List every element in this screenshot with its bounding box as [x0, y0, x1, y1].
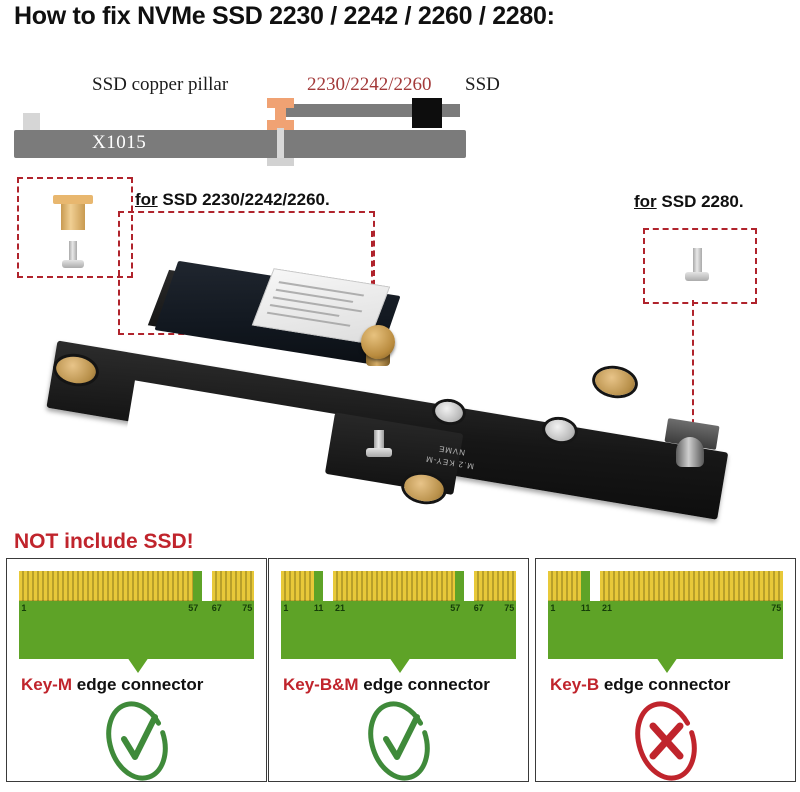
- pointer-arrow: [389, 657, 412, 673]
- connector-type-label: Key-B&M edge connector: [283, 675, 490, 695]
- screw-2280-icon-shaft: [693, 248, 702, 274]
- key-notch-1: [590, 571, 600, 601]
- connector-key-type: Key-B: [550, 675, 600, 694]
- copper-pillar-top: [267, 98, 294, 108]
- pin-number: 57: [188, 603, 199, 613]
- connector-key-type: Key-B&M: [283, 675, 359, 694]
- pin-number: 57: [450, 603, 461, 613]
- pin-number: 75: [242, 603, 253, 613]
- connector-label-suffix: edge connector: [72, 675, 204, 694]
- copper-pillar-icon: [53, 195, 93, 204]
- screw-icon-head: [62, 260, 84, 268]
- key-notch-2: [464, 571, 474, 601]
- copper-pillar-icon-body: [61, 204, 85, 230]
- not-included-note: NOT include SSD!: [14, 530, 194, 553]
- pin-number: 67: [211, 603, 222, 613]
- loose-screw-head: [366, 448, 392, 457]
- copper-pillar-shaft: [275, 108, 286, 120]
- callout-for-word-2280: for: [634, 192, 657, 211]
- pin-number: 21: [602, 603, 613, 613]
- page-title: How to fix NVMe SSD 2230 / 2242 / 2260 /…: [14, 2, 555, 30]
- screw-icon-shaft: [69, 241, 77, 262]
- loose-screw-shaft: [374, 430, 384, 452]
- connector-type-label: Key-B edge connector: [550, 675, 730, 695]
- pin-number: 75: [771, 603, 782, 613]
- ssd-size-label-red: 2230/2242/2260: [307, 74, 432, 95]
- gold-pin-segment-1: [19, 571, 193, 601]
- screw-head: [267, 158, 294, 166]
- adapter-board-photo: M.2 KEY-M NVME: [0, 260, 800, 530]
- connector-key-type: Key-M: [21, 675, 73, 694]
- copper-standoff: [361, 325, 395, 359]
- pointer-arrow: [656, 657, 679, 673]
- callout-label-2280: for SSD 2280.: [634, 192, 744, 212]
- gold-pin-segment-3: [473, 571, 516, 601]
- pin-number: 1: [21, 603, 27, 613]
- gold-pin-segment-2: [599, 571, 783, 601]
- callout-for-word: for: [135, 190, 158, 209]
- ssd-word-label: SSD: [465, 74, 500, 95]
- leader-line-2280: [692, 300, 694, 435]
- check-mark-icon: [101, 695, 173, 787]
- pin-number: 67: [473, 603, 484, 613]
- key-notch-1: [323, 571, 333, 601]
- screw-mount-post: [676, 437, 704, 467]
- callout-box-copper-pillar: [17, 177, 133, 278]
- screw-shaft: [277, 128, 284, 162]
- gold-pin-segment-1: [281, 571, 314, 601]
- pin-number: 21: [335, 603, 346, 613]
- connector-type-label: Key-M edge connector: [21, 675, 203, 695]
- mounting-schematic: SSD copper pillar 2230/2242/2260 SSD X10…: [0, 60, 540, 170]
- key-notch-1: [202, 571, 212, 601]
- mounting-hole-right: [593, 365, 637, 399]
- board-left-tab: [23, 113, 40, 131]
- pin-number: 11: [313, 603, 324, 613]
- screw-2280-icon-head: [685, 272, 709, 281]
- edge-connector-graphic: 1 57 67 75: [19, 571, 254, 673]
- adapter-board-name: X1015: [92, 132, 147, 153]
- gold-pin-segment-2: [332, 571, 455, 601]
- pin-number: 1: [283, 603, 289, 613]
- callout-small-ssd-sizes: SSD 2230/2242/2260.: [157, 190, 330, 209]
- callout-box-2280-screw: [643, 228, 757, 304]
- pin-number: 75: [504, 603, 515, 613]
- gold-pin-segment-2: [211, 571, 254, 601]
- ssd-connector-block: [412, 98, 442, 128]
- connector-label-suffix: edge connector: [358, 675, 490, 694]
- callout-label-small-ssd: for SSD 2230/2242/2260.: [135, 190, 330, 210]
- pointer-arrow: [127, 657, 150, 673]
- check-mark-icon: [363, 695, 435, 787]
- pin-number: 1: [550, 603, 556, 613]
- pin-number: 11: [580, 603, 591, 613]
- callout-2280-size: SSD 2280.: [656, 192, 744, 211]
- gold-pin-segment-1: [548, 571, 581, 601]
- cross-mark-icon: [630, 695, 702, 787]
- copper-pillar-label: SSD copper pillar: [92, 74, 229, 95]
- adapter-board-bar: [14, 130, 466, 158]
- copper-pillar-base: [267, 120, 294, 130]
- connector-label-suffix: edge connector: [599, 675, 731, 694]
